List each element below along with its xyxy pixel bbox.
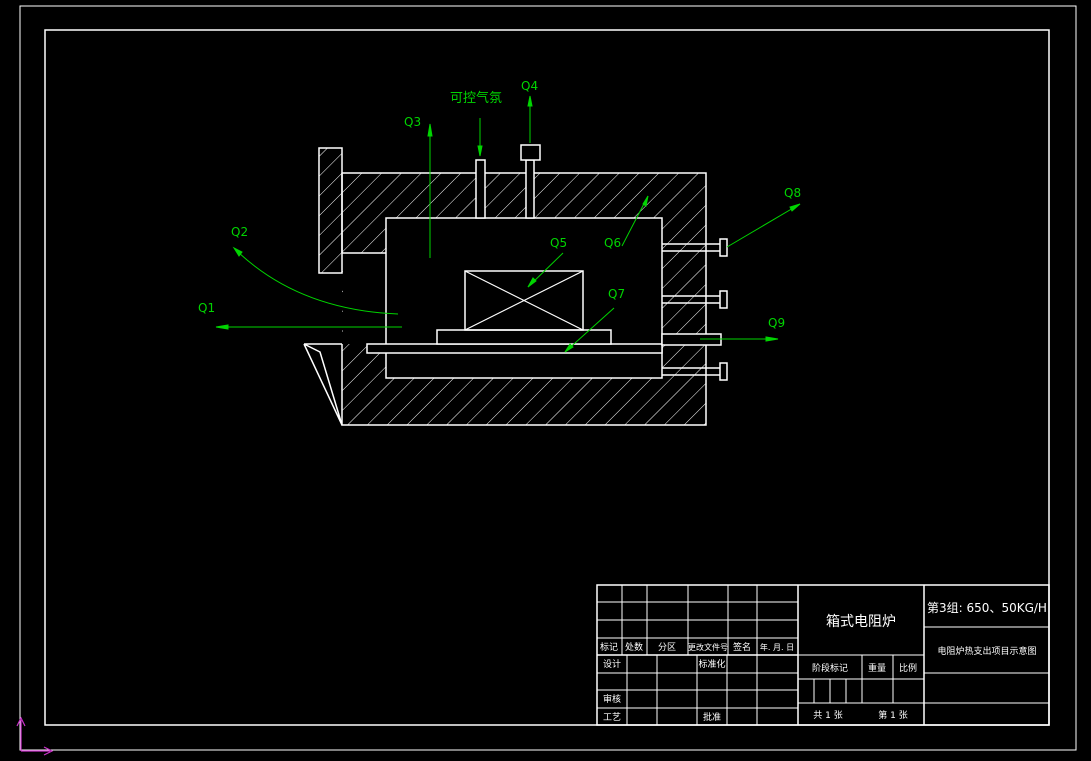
top-fitting-cap — [520, 144, 541, 161]
furnace-wall-hatch — [342, 173, 706, 425]
q9-label: Q9 — [768, 316, 785, 330]
terminal-2 — [662, 290, 728, 309]
header-mark: 标记 — [600, 641, 618, 653]
title-block-text: 箱式电阻炉 第3组: 650、50KG/H 电阻炉热支出项目示意图 标记 处数 … — [600, 601, 1047, 723]
q4-label: Q4 — [521, 79, 538, 93]
title-block — [596, 584, 1050, 726]
furnace-door — [318, 147, 343, 274]
q2-label: Q2 — [231, 225, 248, 239]
workpiece-tray — [436, 329, 612, 345]
header-signature: 签名 — [733, 641, 751, 653]
role-review: 审核 — [603, 693, 621, 705]
weight-label: 重量 — [868, 662, 886, 674]
q7-arrow — [564, 307, 615, 353]
q8-label: Q8 — [784, 186, 801, 200]
front-support — [303, 343, 343, 426]
role-approve: 批准 — [703, 711, 721, 723]
flow-labels: 可控气氛 Q1 Q2 Q3 Q4 Q5 Q6 Q7 Q8 Q9 — [198, 79, 801, 330]
hearth-plate — [366, 343, 663, 354]
inner-border — [44, 29, 1050, 726]
sheet-number: 第 1 张 — [878, 709, 907, 721]
workpiece — [464, 270, 584, 331]
role-design: 设计 — [603, 658, 621, 670]
header-change-doc: 更改文件号 — [688, 642, 728, 652]
scale-label: 比例 — [899, 662, 917, 674]
terminal-1 — [662, 238, 728, 257]
q8-arrow — [726, 203, 801, 248]
role-process: 工艺 — [603, 712, 621, 723]
ucs-axis-icon — [16, 716, 54, 756]
header-zone: 分区 — [658, 642, 676, 653]
furnace — [303, 144, 728, 426]
gas-inlet-pipe — [475, 159, 486, 219]
stage-mark: 阶段标记 — [812, 662, 848, 674]
role-standardize: 标准化 — [698, 658, 725, 670]
group-info: 第3组: 650、50KG/H — [927, 601, 1047, 615]
door-opening — [343, 253, 386, 344]
drawing-title: 箱式电阻炉 — [826, 614, 896, 630]
sheet-total: 共 1 张 — [813, 710, 842, 721]
q6-label: Q6 — [604, 236, 621, 250]
q5-label: Q5 — [550, 236, 567, 250]
header-count: 处数 — [625, 641, 643, 653]
q7-label: Q7 — [608, 287, 625, 301]
q1-label: Q1 — [198, 301, 215, 315]
atmosphere-label: 可控气氛 — [450, 90, 502, 106]
q3-label: Q3 — [404, 115, 421, 129]
drawing-subtitle: 电阻炉热支出项目示意图 — [937, 645, 1036, 657]
heat-flows — [215, 95, 801, 353]
header-date: 年. 月. 日 — [760, 642, 794, 652]
top-fitting-pipe — [525, 159, 535, 219]
terminal-4 — [662, 362, 728, 381]
outer-border — [19, 5, 1077, 751]
q2-arrow — [237, 251, 399, 315]
